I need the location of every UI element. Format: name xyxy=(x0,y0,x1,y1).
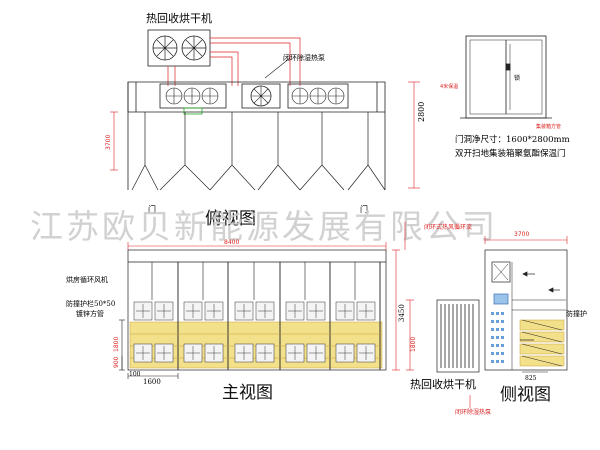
side-room-frame xyxy=(484,249,568,371)
dim-900: 900 xyxy=(113,356,120,368)
company-watermark: 江苏欧贝新能源发展有限公司 xyxy=(30,207,498,246)
circ-fan-label: 烘房循环风机 xyxy=(66,275,108,284)
dim-8400: 8400 xyxy=(224,239,239,246)
dim-100: 100 xyxy=(129,371,141,378)
side-yellow-racks xyxy=(519,319,565,367)
front-view-title: 主视图 xyxy=(222,383,273,403)
front-view-dimensions xyxy=(127,222,406,371)
guard-right-label: 防撞护 xyxy=(566,309,587,318)
dim-1800: 1800 xyxy=(113,337,120,352)
side-heat-pump-box xyxy=(436,299,480,373)
door-desc-label: 双开扫地集装箱聚氨酯保温门 xyxy=(455,148,566,159)
top-heat-pump-unit xyxy=(147,29,211,67)
bottom-red-note: 闭环除湿热泵 xyxy=(455,408,491,416)
dim-3700-top: 3700 xyxy=(105,135,112,150)
guard-rail-label: 防撞护栏50*50 xyxy=(66,299,115,308)
front-view xyxy=(127,249,387,371)
bottom-heat-pump-label: 热回收烘干机 xyxy=(410,377,476,391)
side-view-dimensions xyxy=(406,236,568,408)
dim-2800: 2800 xyxy=(417,102,426,122)
top-heat-pump-fan-2 xyxy=(181,35,207,61)
door-right-label: 门 xyxy=(360,204,368,214)
dim-1600: 1600 xyxy=(143,378,161,386)
dim-3700-side: 3700 xyxy=(514,231,529,238)
top-room-outline xyxy=(127,81,386,113)
side-blue-fan xyxy=(493,293,509,305)
closed-loop-unit xyxy=(241,83,281,109)
closed-loop-label: 闭环除湿热泵 xyxy=(283,53,325,62)
side-view-title: 侧视图 xyxy=(500,385,551,405)
door-size-label: 门洞净尺寸：1600*2800mm xyxy=(455,134,570,145)
top-heat-pump-fan-1 xyxy=(152,35,178,61)
door-left-label: 门 xyxy=(148,204,156,214)
side-top-fan xyxy=(491,261,511,283)
top-heat-pump-label: 热回收烘干机 xyxy=(146,11,212,25)
front-outer-frame xyxy=(127,249,387,371)
dim-1800-right: 1800 xyxy=(410,337,417,352)
top-view xyxy=(127,29,386,191)
dim-3450: 3450 xyxy=(398,304,406,322)
side-view xyxy=(436,249,568,373)
galv-tube-label: 镀锌方管 xyxy=(76,309,104,318)
top-red-pipes xyxy=(167,37,301,86)
red-top-note: 闭环式热风循环流 xyxy=(424,223,472,231)
door-left-note: 4米保温 xyxy=(440,83,458,90)
top-view-dimensions xyxy=(110,81,420,189)
door-elevation xyxy=(460,35,552,119)
lock-label: 锁 xyxy=(514,74,520,82)
top-view-title: 俯视图 xyxy=(205,209,256,229)
door-right-note: 集装箱方管 xyxy=(536,123,561,130)
top-right-fan-unit xyxy=(287,83,349,109)
dim-825: 825 xyxy=(525,375,537,382)
